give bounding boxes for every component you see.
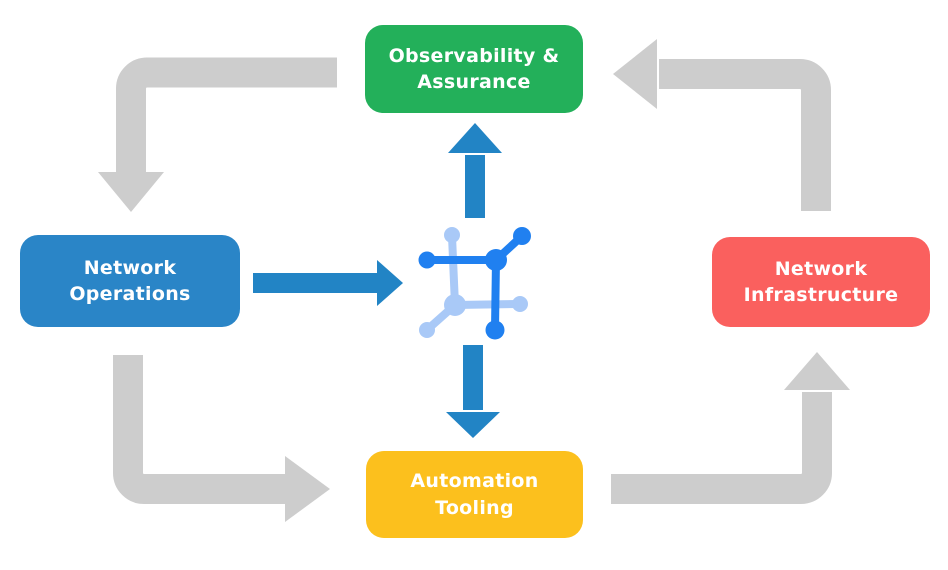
network-mesh-icon	[418, 227, 531, 340]
node-network-infrastructure: Network Infrastructure	[712, 237, 930, 327]
node-network-operations: Network Operations	[20, 235, 240, 327]
flow-arrow-center-to-observability	[448, 123, 502, 218]
network-mesh-icon-light-strands	[419, 227, 528, 338]
cycle-arrow-automation-to-infrastructure	[611, 352, 850, 504]
flow-arrow-operations-to-center	[253, 260, 403, 306]
node-automation-tooling: Automation Tooling	[366, 451, 583, 538]
node-observability-assurance: Observability & Assurance	[365, 25, 583, 113]
cycle-arrow-observability-to-operations	[98, 57, 337, 212]
flow-arrow-center-to-automation	[446, 345, 500, 438]
cycle-arrow-infrastructure-to-observability	[613, 39, 831, 211]
cycle-arrow-operations-to-automation	[113, 355, 330, 522]
network-mesh-icon-dark-strands	[418, 227, 531, 340]
